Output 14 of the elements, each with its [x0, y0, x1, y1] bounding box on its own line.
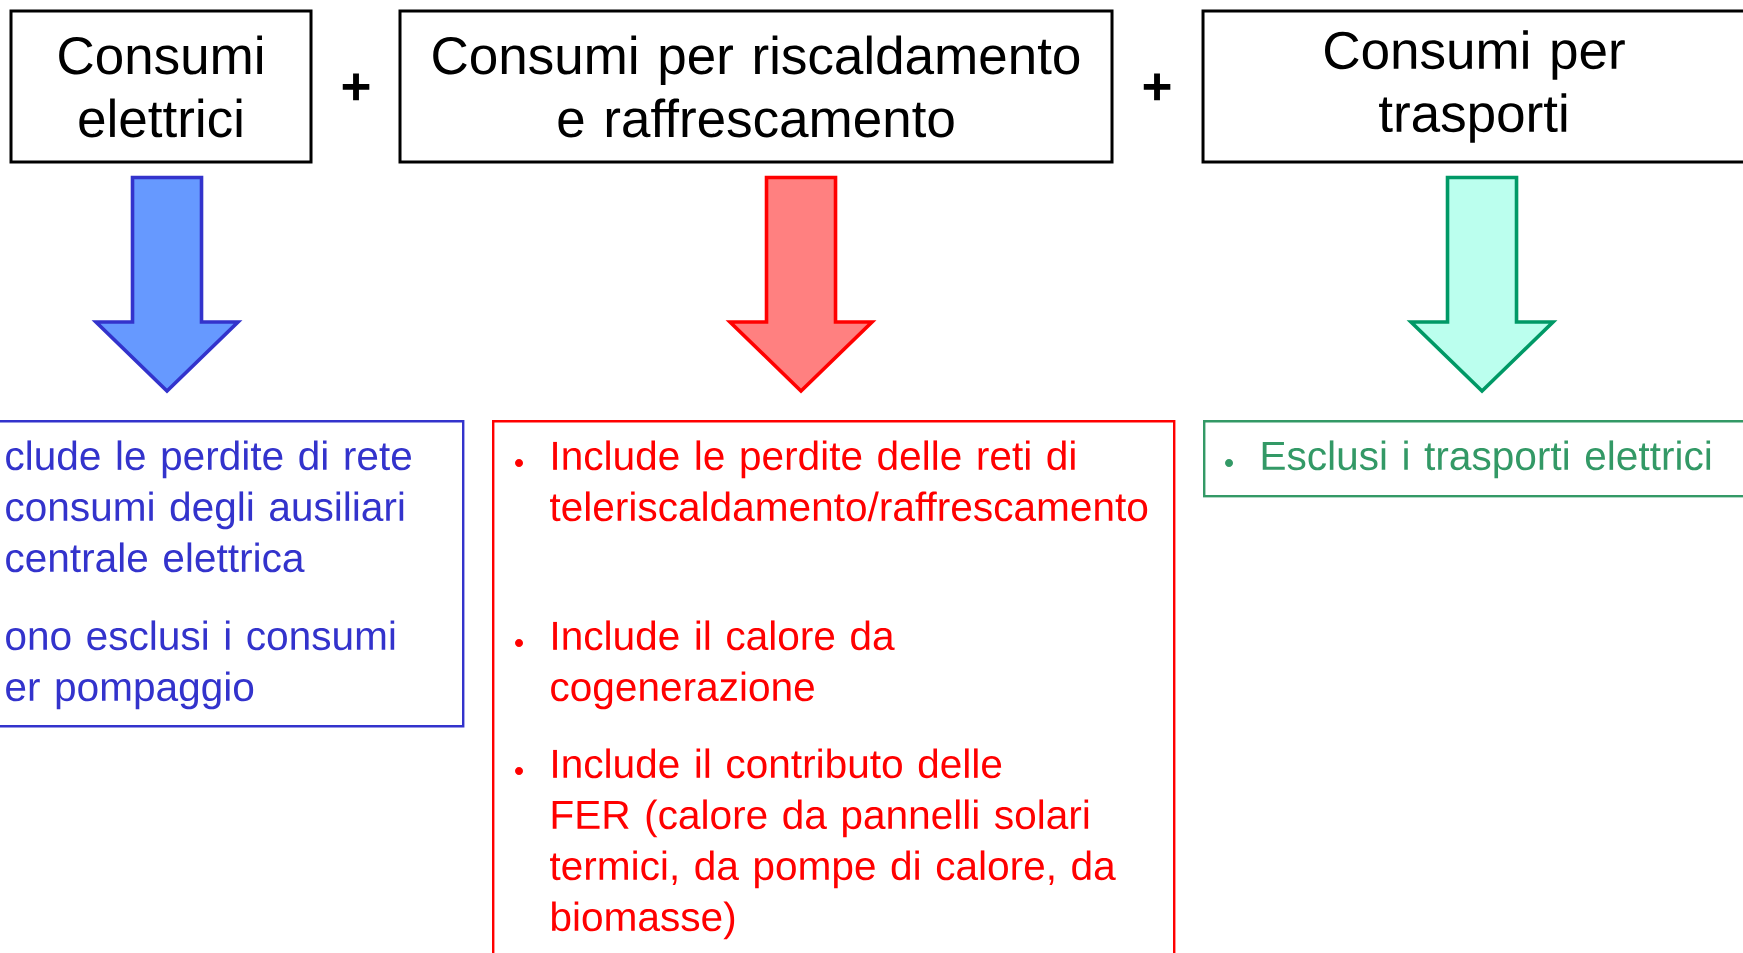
plus-sign: + [1143, 73, 1171, 101]
title-box: Consumi per trasporti [1201, 9, 1743, 164]
bullet-text: Include il contributo delle FER (calore da pannelli solari termici, da pompe di calore, da biomasse) [550, 748, 1116, 940]
title-box: Consumi elettrici [9, 9, 313, 164]
bullet-text: Esclusi i trasporti elettrici [1262, 440, 1711, 479]
block-arrow [725, 175, 877, 394]
note-text: ono esclusi i consumi er pompaggio [6, 620, 395, 710]
title-box: Consumi per riscaldamento e raffrescamento [398, 9, 1114, 164]
plus-sign: + [342, 73, 370, 101]
block-arrow [1406, 175, 1558, 394]
note-text: clude le perdite di rete consumi degli ausiliari centrale elettrica [6, 440, 411, 573]
block-arrow [91, 175, 243, 394]
bullet-text: Include le perdite delle reti di teleriscaldamento/raffrescamento [550, 440, 1148, 522]
bullet-text: Include il calore da cogenerazione [551, 620, 895, 710]
